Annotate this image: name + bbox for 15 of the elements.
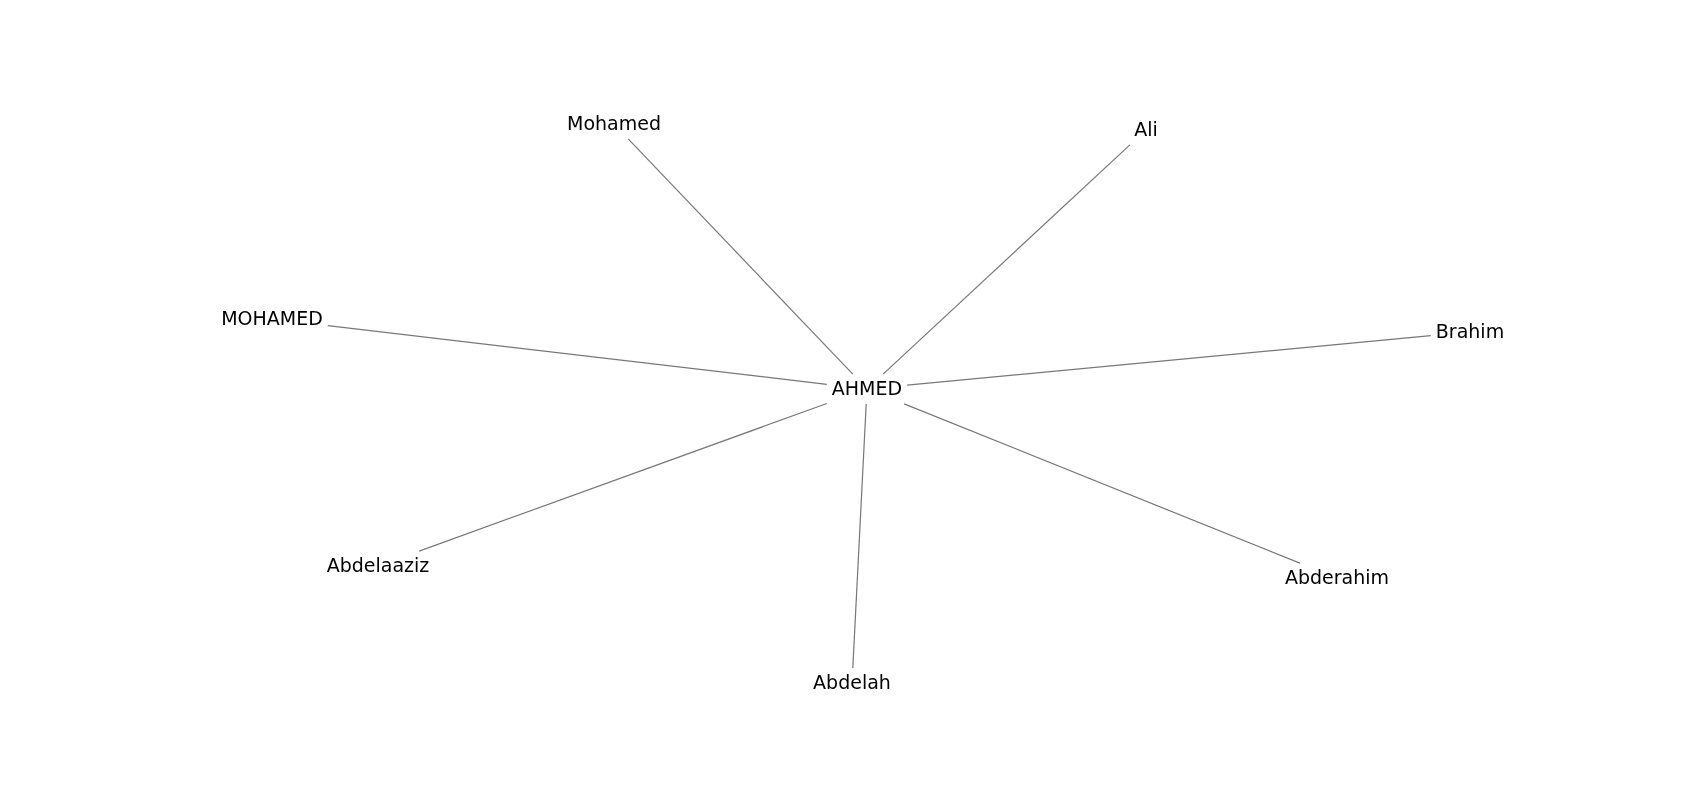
connector-line [906, 335, 1432, 386]
connector-line [852, 403, 867, 669]
node-label: Abdelaaziz [324, 554, 432, 578]
node-label: MOHAMED [219, 307, 325, 331]
node-label: AHMED [829, 377, 905, 401]
connector-line [418, 402, 828, 552]
node-label: Ali [1132, 118, 1160, 142]
connector-line [327, 325, 828, 385]
node-label: Abdelah [811, 671, 893, 695]
node-label: Brahim [1433, 320, 1507, 344]
node-label: Mohamed [565, 112, 663, 136]
connector-line [882, 144, 1131, 375]
connector-line [903, 403, 1301, 564]
connector-line [627, 138, 854, 375]
node-label: Abderahim [1282, 566, 1392, 590]
